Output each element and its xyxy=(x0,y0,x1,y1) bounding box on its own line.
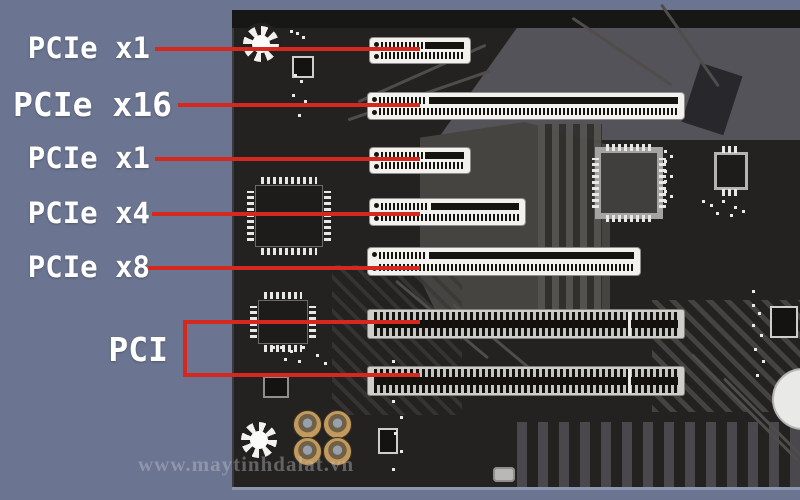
label-pci: PCI xyxy=(108,330,168,369)
trace-bundle-vertical xyxy=(538,124,602,314)
qfp-chip xyxy=(714,146,748,196)
trace-bundle-bottom xyxy=(517,422,800,487)
smd-dots xyxy=(290,30,293,33)
callout-line-pci-2 xyxy=(183,373,420,377)
smd-chip xyxy=(292,56,314,78)
fan-icon xyxy=(241,422,277,458)
label-pcie-x16: PCIe x16 xyxy=(13,85,172,124)
pci-slot-1 xyxy=(368,310,684,338)
callout-line-pci-1 xyxy=(183,320,420,324)
capacitor xyxy=(293,410,322,439)
label-pcie-x1-mid: PCIe x1 xyxy=(27,141,150,175)
smd-chip xyxy=(263,376,289,398)
pcie-x8-slot xyxy=(368,248,640,275)
callout-bracket-pci-vertical xyxy=(183,320,187,377)
smd-dots xyxy=(272,346,275,349)
smd-dots xyxy=(392,360,395,363)
callout-line-pcie-x4 xyxy=(152,212,420,216)
smd-chip xyxy=(378,428,398,454)
pcie-x16-slot xyxy=(368,93,684,119)
pcie-x1-slot-1 xyxy=(370,38,470,63)
motherboard-image xyxy=(232,3,800,487)
board-top-edge xyxy=(232,10,800,28)
label-pcie-x1-top: PCIe x1 xyxy=(27,31,150,65)
qfp-chip xyxy=(247,177,331,255)
capacitor xyxy=(323,410,352,439)
smd-dots xyxy=(664,150,667,153)
fan-icon xyxy=(243,26,279,62)
callout-line-pcie-x8 xyxy=(148,266,420,270)
smd-chip xyxy=(770,306,798,338)
smd-dots xyxy=(752,290,755,293)
callout-line-pcie-x1-top xyxy=(155,47,420,51)
watermark-text: www.maytinhdalat.vn xyxy=(138,452,355,476)
copper-plane xyxy=(437,28,800,140)
label-pcie-x4: PCIe x4 xyxy=(27,196,150,230)
smd-dots xyxy=(702,200,705,203)
qfp-chip xyxy=(592,144,666,222)
capacitor xyxy=(293,437,322,466)
pci-slot-2 xyxy=(368,367,684,395)
pcie-x4-slot xyxy=(370,199,525,225)
callout-line-pcie-x16 xyxy=(178,103,420,107)
label-pcie-x8: PCIe x8 xyxy=(27,250,150,284)
callout-line-pcie-x1-mid xyxy=(155,157,420,161)
connector-part xyxy=(493,467,515,482)
capacitor xyxy=(323,437,352,466)
